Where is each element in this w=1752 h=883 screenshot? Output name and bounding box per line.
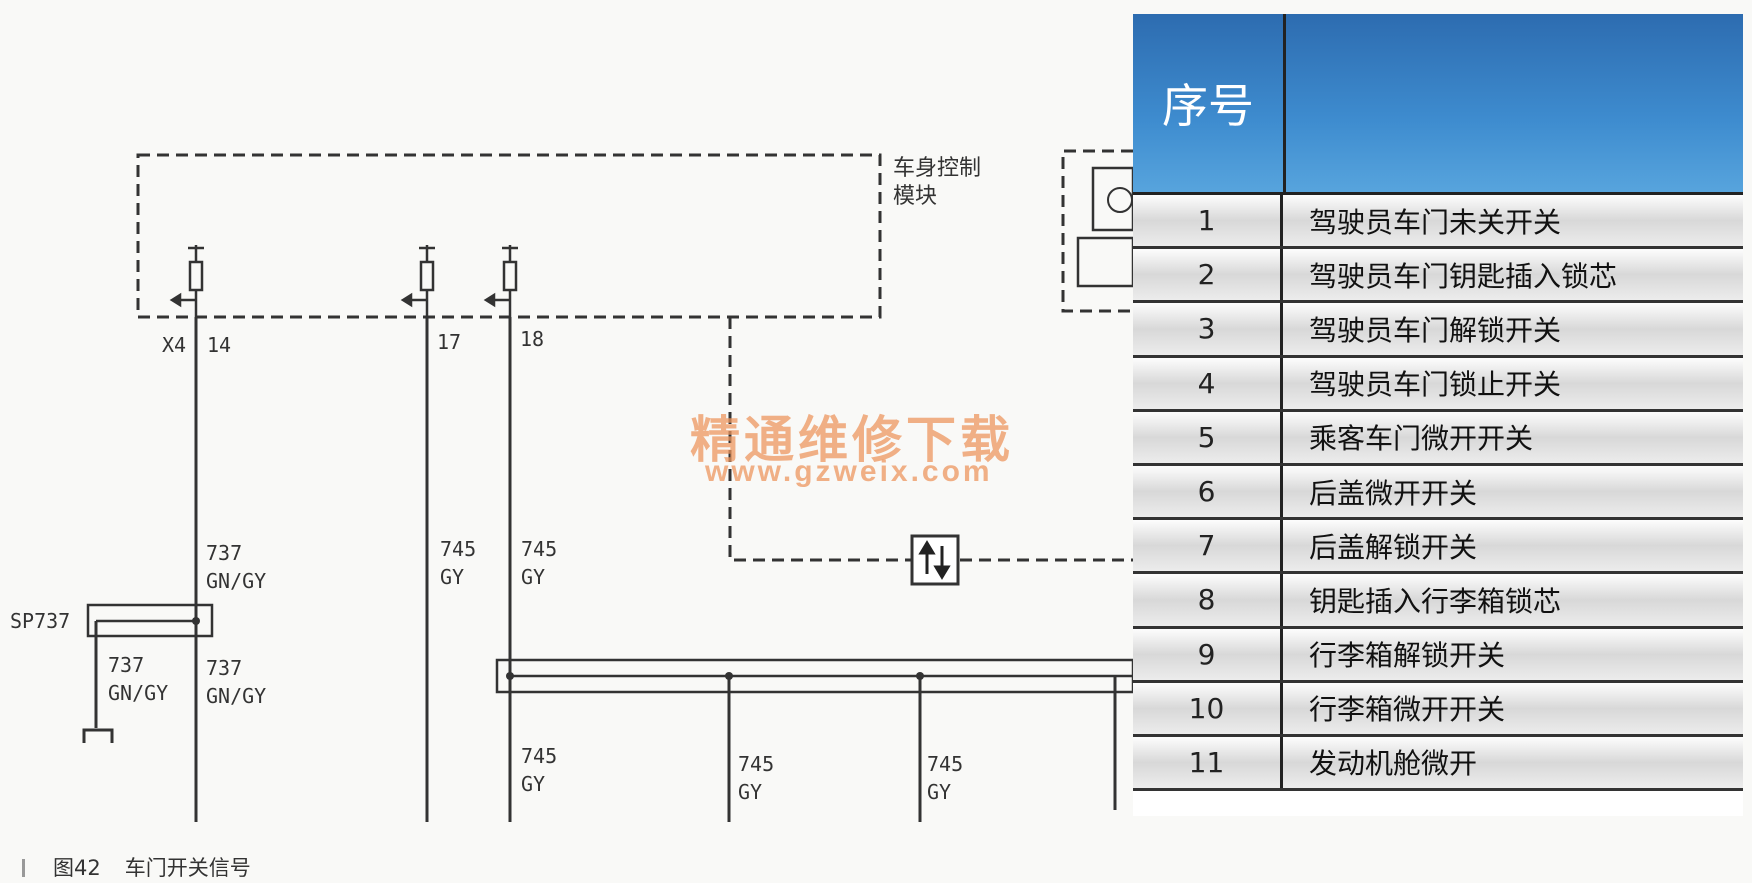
lower-wire-737: 737 [206,656,242,680]
row-number: 8 [1133,574,1283,626]
figure-number: 图42 [53,856,101,880]
table-row: 4 驾驶员车门锁止开关 [1133,357,1743,412]
table-header: 序号 [1133,14,1743,195]
row-switch-name: 发动机舱微开 [1309,747,1478,781]
wire-745-label-18: 745 [521,537,557,561]
ground-wire-737: 737 [108,653,144,677]
table-row: 2 驾驶员车门钥匙插入锁芯 [1133,249,1743,304]
row-switch-name: 驾驶员车门锁止开关 [1309,368,1562,402]
lower-wire-color: GN/GY [206,684,266,708]
table-row: 1 驾驶员车门未关开关 [1133,195,1743,250]
partial-component-icon [1107,187,1133,213]
splice-sp737 [86,603,214,638]
switch-table: 序号 1 驾驶员车门未关开关 2 驾驶员车门钥匙插入锁芯 3 驾驶员车门解锁开关 4 驾驶员车… [1133,14,1743,816]
row-switch-name: 驾驶员车门钥匙插入锁芯 [1309,259,1618,293]
table-row: 10 行李箱微开开关 [1133,682,1743,737]
lower-745-color-1: GY [521,772,545,796]
table-row: 11 发动机舱微开 [1133,736,1743,792]
pin-label-18: 18 [520,327,544,351]
table-row: 3 驾驶员车门解锁开关 [1133,303,1743,358]
lower-745-label-2: 745 [738,752,774,776]
row-number: 4 [1133,357,1283,409]
row-switch-name: 行李箱微开开关 [1309,693,1506,727]
row-number: 11 [1133,736,1283,789]
figure-caption: 图42 车门开关信号 [22,852,251,882]
row-switch-name: 钥匙插入行李箱锁芯 [1309,584,1562,618]
arrows [918,540,951,580]
wire-737-label: 737 [206,541,242,565]
lower-745-color-2: GY [738,780,762,804]
pin-symbol-14 [169,245,204,317]
row-number: 10 [1133,682,1283,734]
row-number: 6 [1133,465,1283,518]
row-switch-name: 乘客车门微开开关 [1309,422,1534,456]
wire-745-color-18: GY [521,565,545,589]
figure-title: 车门开关信号 [124,856,251,880]
row-number: 2 [1133,249,1283,301]
pin-symbol-17 [400,245,435,317]
row-switch-name: 驾驶员车门解锁开关 [1309,313,1562,347]
bidirectional-arrows-icon [910,534,960,586]
table-row: 5 乘客车门微开开关 [1133,411,1743,466]
row-switch-name: 后盖微开开关 [1309,476,1478,510]
row-number: 3 [1133,303,1283,355]
module-label-line2: 模块 [893,184,937,209]
pin-symbol-18 [483,245,518,317]
table-body: 1 驾驶员车门未关开关 2 驾驶员车门钥匙插入锁芯 3 驾驶员车门解锁开关 4 驾驶员车门锁止… [1133,195,1743,792]
pin-label-17: 17 [437,330,461,354]
lower-745-color-3: GY [927,780,951,804]
partial-component-base [1076,236,1135,288]
row-number: 1 [1133,195,1283,247]
row-number: 9 [1133,628,1283,680]
network-dashed-line [728,317,1133,562]
wire-737-color: GN/GY [206,569,266,593]
partial-component [1091,166,1135,232]
caption-marker [22,859,25,877]
table-row: 6 后盖微开开关 [1133,465,1743,521]
row-switch-name: 行李箱解锁开关 [1309,639,1506,673]
ground-wire-color: GN/GY [108,681,168,705]
module-label-line1: 车身控制 [893,156,981,181]
wire-745-label-17: 745 [440,537,476,561]
table-row: 9 行李箱解锁开关 [1133,628,1743,683]
row-number: 7 [1133,520,1283,572]
lower-745-label-3: 745 [927,752,963,776]
connector-label: X4 [162,333,186,357]
row-number: 5 [1133,411,1283,463]
lower-745-label-1: 745 [521,744,557,768]
row-switch-name: 驾驶员车门未关开关 [1309,205,1562,239]
watermark-url: www.gzweix.com [705,455,993,488]
table-header-no: 序号 [1133,14,1286,192]
table-row: 7 后盖解锁开关 [1133,520,1743,575]
splice-label: SP737 [10,609,70,633]
row-switch-name: 后盖解锁开关 [1309,530,1478,564]
wire-745-color-17: GY [440,565,464,589]
table-row: 8 钥匙插入行李箱锁芯 [1133,574,1743,629]
watermark-text: 精通维修下载 [690,410,1014,469]
ground-symbol [82,728,114,743]
pin-label-14: 14 [207,333,231,357]
